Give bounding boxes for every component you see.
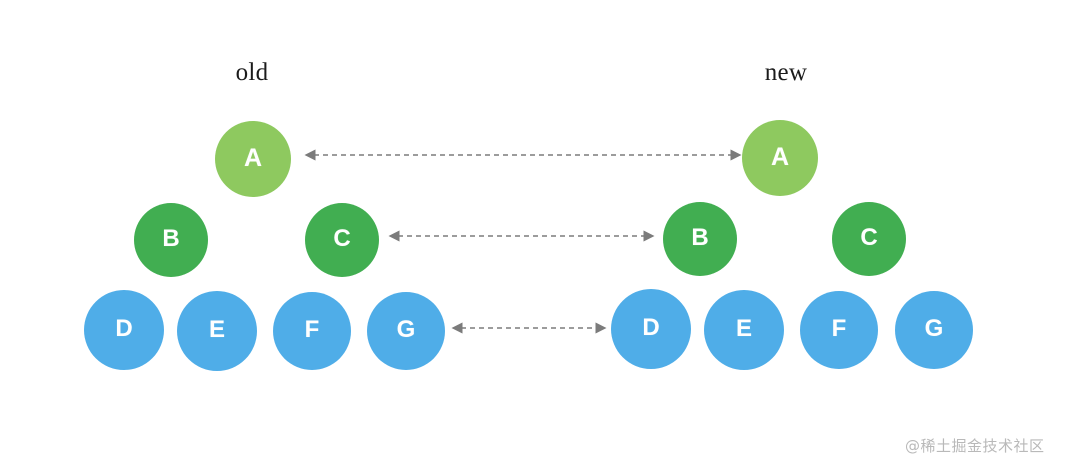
tree-node-label: C [333, 225, 351, 252]
tree-node-label: A [243, 143, 263, 172]
column-heading-new: new [765, 60, 808, 85]
tree-node-old-f[interactable]: F [273, 292, 351, 370]
tree-node-new-c[interactable]: C [832, 202, 906, 276]
column-heading-old: old [236, 60, 269, 85]
tree-node-new-f[interactable]: F [800, 291, 878, 369]
tree-node-label: G [924, 315, 944, 342]
tree-node-new-a[interactable]: A [742, 120, 818, 196]
tree-node-new-g[interactable]: G [895, 291, 973, 369]
tree-node-label: A [770, 142, 790, 171]
tree-node-new-d[interactable]: D [611, 289, 691, 369]
column-heading-new-label: new [764, 59, 808, 86]
tree-node-new-b[interactable]: B [663, 202, 737, 276]
tree-node-label: F [831, 315, 847, 342]
tree-node-old-b[interactable]: B [134, 203, 208, 277]
tree-node-old-e[interactable]: E [177, 291, 257, 371]
tree-node-old-a[interactable]: A [215, 121, 291, 197]
tree-node-label: G [396, 316, 416, 343]
tree-node-old-g[interactable]: G [367, 292, 445, 370]
tree-node-label: B [162, 225, 180, 252]
tree-node-label: E [735, 315, 752, 342]
tree-node-label: C [860, 224, 878, 251]
tree-node-label: E [208, 316, 225, 343]
tree-node-old-d[interactable]: D [84, 290, 164, 370]
tree-node-new-e[interactable]: E [704, 290, 784, 370]
column-heading-old-label: old [235, 59, 269, 86]
tree-node-label: D [642, 314, 660, 341]
tree-node-label: F [304, 316, 320, 343]
tree-node-label: B [691, 224, 709, 251]
watermark: @稀土掘金技术社区 [905, 437, 1045, 455]
tree-node-label: D [115, 315, 133, 342]
tree-node-old-c[interactable]: C [305, 203, 379, 277]
